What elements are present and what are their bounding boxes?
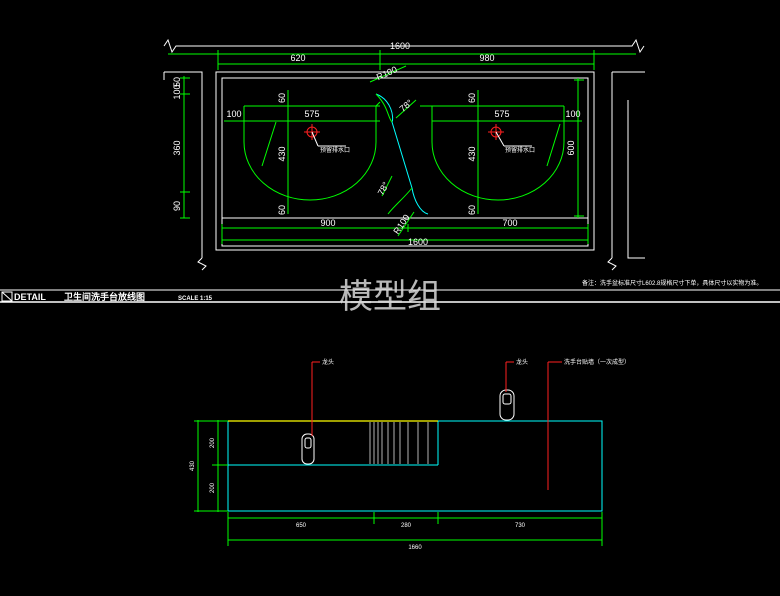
title-bar: DETAIL 卫生间洗手台放线图 SCALE 1:15 备注：洗手盆标准尺寸L6… [0,279,780,303]
elevation-hatch [369,422,429,464]
dim-right-total-height: 600 [566,140,576,155]
dim-left-basin-height: 430 [277,146,287,161]
dim-left-a: 100 [172,84,182,99]
dim-left-c: 360 [172,140,182,155]
right-valve-icon [499,389,515,421]
plan-view [163,38,645,271]
dim-top-total: 1600 [390,41,410,51]
dim-bottom-left: 900 [320,218,335,228]
elev-dim-a: 650 [296,523,307,529]
elev-dim-upper: 200 [210,437,216,448]
elevation-bottom-dimensions [227,512,603,546]
dim-left-basin-width: 575 [304,109,319,119]
dim-right-basin-top: 60 [467,93,477,103]
elevation-labels: 龙头 龙头 洗手台贴墙（一次成型） 430 200 200 650 280 73… [190,358,630,551]
dim-center-angle-top: 78° [398,97,415,114]
drain-label-right: 预留排水口 [505,146,535,154]
plan-note: 备注：洗手盆标准尺寸L602.8规格尺寸下单，具体尺寸以实物为准。 [582,279,762,287]
dim-top-right: 980 [479,53,494,63]
elevation-leaders [311,361,562,490]
dim-bottom-right: 700 [502,218,517,228]
dim-left-basin-top: 60 [277,93,287,103]
dim-left-basin-bottom: 60 [277,205,287,215]
dim-center-radius-bottom: R100 [391,213,411,236]
elev-dim-lower: 200 [210,482,216,493]
dim-right-basin-bottom: 60 [467,205,477,215]
dim-left-basin-side: 100 [226,109,241,119]
elev-dim-total: 430 [190,460,196,471]
plan-top-dimensions [168,50,636,244]
left-basin [224,90,381,214]
detail-marker-icon [1,291,13,302]
dim-left-b: 50 [172,77,182,87]
detail-prefix: DETAIL [14,292,46,302]
dim-center-radius-top: R100 [375,64,399,82]
left-drain [304,124,346,147]
detail-scale: SCALE 1:15 [178,296,213,302]
drain-label-left: 预留排水口 [320,146,350,154]
label-right-valve: 龙头 [516,358,528,366]
elevation-left-dimensions [194,420,228,512]
label-left-valve: 龙头 [322,358,334,366]
right-basin [420,90,582,214]
center-divider [369,65,429,237]
watermark: 模型组 [339,277,441,317]
label-wall-note: 洗手台贴墙（一次成型） [564,358,630,366]
dim-right-basin-width: 575 [494,109,509,119]
dim-right-basin-side: 100 [565,109,580,119]
detail-title: 卫生间洗手台放线图 [64,291,145,302]
elevation-view [194,361,603,546]
elev-dim-c: 730 [515,523,526,529]
elev-dim-b: 280 [401,523,412,529]
dim-right-basin-height: 430 [467,146,477,161]
plan-dimension-labels: 1600 620 980 100 50 360 90 100 575 60 43… [172,41,581,247]
dim-top-left: 620 [290,53,305,63]
dim-left-d: 90 [172,201,182,211]
right-drain [488,124,532,147]
left-valve-icon [301,433,315,465]
dim-bottom-total: 1600 [408,237,428,247]
elev-dim-total-width: 1660 [408,545,422,551]
